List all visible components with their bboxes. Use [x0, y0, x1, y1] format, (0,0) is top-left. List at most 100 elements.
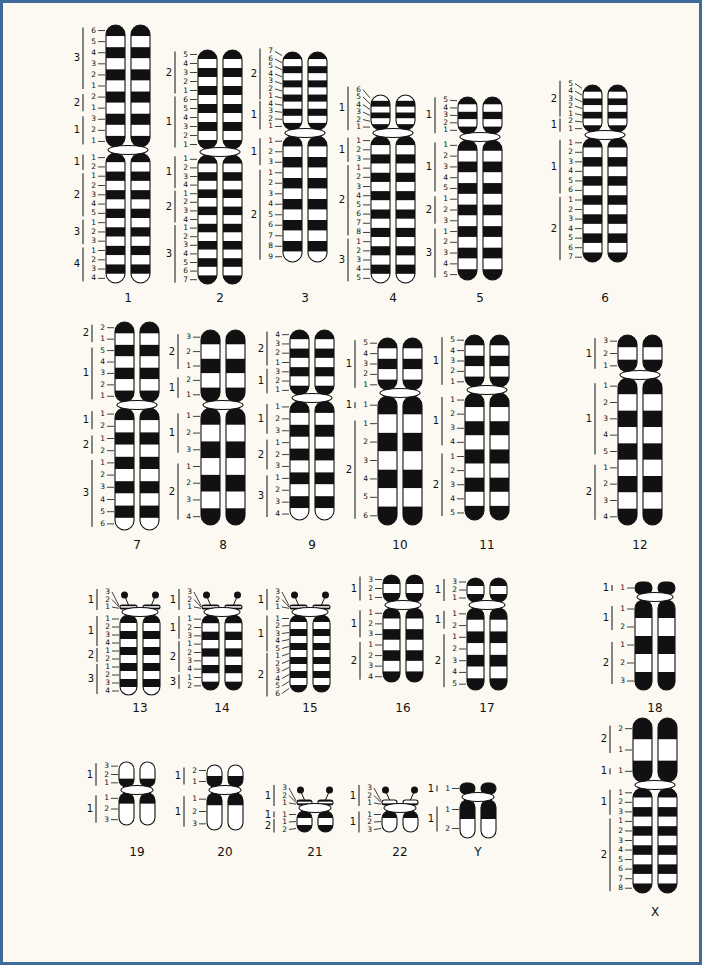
region-bracket — [267, 616, 268, 652]
band-number: 2 — [443, 239, 448, 247]
band-number: 1 — [100, 459, 105, 467]
band-number: 1 — [275, 615, 280, 623]
band-number: 6 — [568, 244, 573, 252]
band-number: 5 — [450, 509, 455, 517]
band-number: 1 — [618, 789, 623, 797]
region-number: 4 — [74, 259, 80, 269]
band-number: 3 — [100, 370, 105, 378]
band-number: 3 — [443, 217, 448, 225]
band-number: 3 — [268, 159, 273, 167]
band-tick — [575, 190, 582, 191]
band-number: 2 — [568, 117, 573, 125]
band-tick — [190, 236, 197, 237]
band-tick — [190, 54, 197, 55]
band-number: 2 — [104, 805, 109, 813]
band-number: 4 — [183, 250, 188, 258]
band-number: 2 — [356, 116, 361, 124]
band-number: 5 — [183, 51, 188, 59]
region-bracket — [97, 664, 98, 694]
band-number: 1 — [618, 768, 623, 776]
band-number: 3 — [356, 183, 361, 191]
band-number: 1 — [183, 156, 188, 164]
band-number: 2 — [450, 467, 455, 475]
band-tick — [190, 135, 197, 136]
band-tick — [275, 66, 282, 69]
band-number: 2 — [618, 799, 623, 807]
band-tick — [459, 660, 466, 661]
band-tick — [190, 90, 197, 91]
region-bracket — [260, 170, 261, 260]
band-number: 4 — [356, 265, 361, 273]
band-tick — [275, 104, 282, 105]
band-number: 2 — [620, 659, 625, 667]
band-tick — [575, 228, 582, 229]
band-tick — [457, 456, 464, 457]
chromosome-number: 22 — [392, 846, 407, 858]
band-tick — [450, 253, 457, 254]
band-number: 3 — [618, 837, 623, 845]
band-number: 3 — [620, 677, 625, 685]
band-number: 2 — [105, 623, 110, 631]
band-tick — [107, 511, 114, 512]
band-tick — [111, 809, 118, 810]
band-tick — [275, 225, 282, 226]
band-number: 1 — [603, 362, 608, 370]
chromosome-number: 19 — [129, 846, 144, 858]
band-tick — [112, 651, 119, 652]
band-tick — [190, 99, 197, 100]
band-tick — [282, 371, 289, 372]
band-tick — [459, 672, 466, 673]
band-number: 5 — [363, 494, 368, 502]
band-tick — [575, 238, 582, 239]
band-number: 1 — [91, 172, 96, 180]
region-bracket — [437, 786, 438, 792]
band-number: 7 — [356, 220, 361, 228]
band-tick — [370, 423, 377, 424]
band-tick — [457, 371, 464, 372]
region-bracket — [610, 790, 611, 815]
band-tick — [193, 449, 200, 450]
band-number: 2 — [100, 423, 105, 431]
band-tick — [111, 782, 118, 783]
band-number: 2 — [275, 622, 280, 630]
band-number: 3 — [91, 237, 96, 245]
band-number: 5 — [268, 211, 273, 219]
band-number: 2 — [183, 164, 188, 172]
band-tick — [363, 204, 370, 205]
band-tick — [452, 809, 459, 810]
region-bracket — [360, 642, 361, 680]
band-tick — [625, 802, 632, 803]
region-bracket — [83, 220, 84, 245]
band-number: 2 — [100, 381, 105, 389]
band-number: 2 — [183, 78, 188, 86]
band-tick — [363, 90, 370, 98]
band-number: 3 — [443, 112, 448, 120]
band-tick — [374, 796, 381, 803]
region-bracket — [83, 116, 84, 144]
region-number: 1 — [601, 797, 607, 807]
region-number: 1 — [350, 791, 356, 801]
band-number: 3 — [91, 116, 96, 124]
band-number: 7 — [618, 875, 623, 883]
band-tick — [190, 279, 197, 280]
band-tick — [275, 96, 282, 98]
band-tick — [363, 269, 370, 270]
band-number: 6 — [183, 267, 188, 275]
band-tick — [282, 490, 289, 491]
region-number: 1 — [251, 147, 257, 157]
band-number: 3 — [104, 816, 109, 824]
band-number: 4 — [268, 70, 273, 78]
region-bracket — [610, 768, 611, 774]
band-number: 2 — [603, 399, 608, 407]
band-tick — [625, 811, 632, 812]
band-tick — [450, 107, 457, 108]
band-tick — [627, 627, 634, 628]
band-number: 1 — [282, 811, 287, 819]
region-bracket — [444, 579, 445, 601]
band-number: 3 — [452, 578, 457, 586]
band-tick — [282, 334, 289, 335]
band-number: 1 — [363, 381, 368, 389]
band-tick — [363, 223, 370, 224]
band-number: 4 — [356, 101, 361, 109]
band-tick — [575, 106, 582, 108]
